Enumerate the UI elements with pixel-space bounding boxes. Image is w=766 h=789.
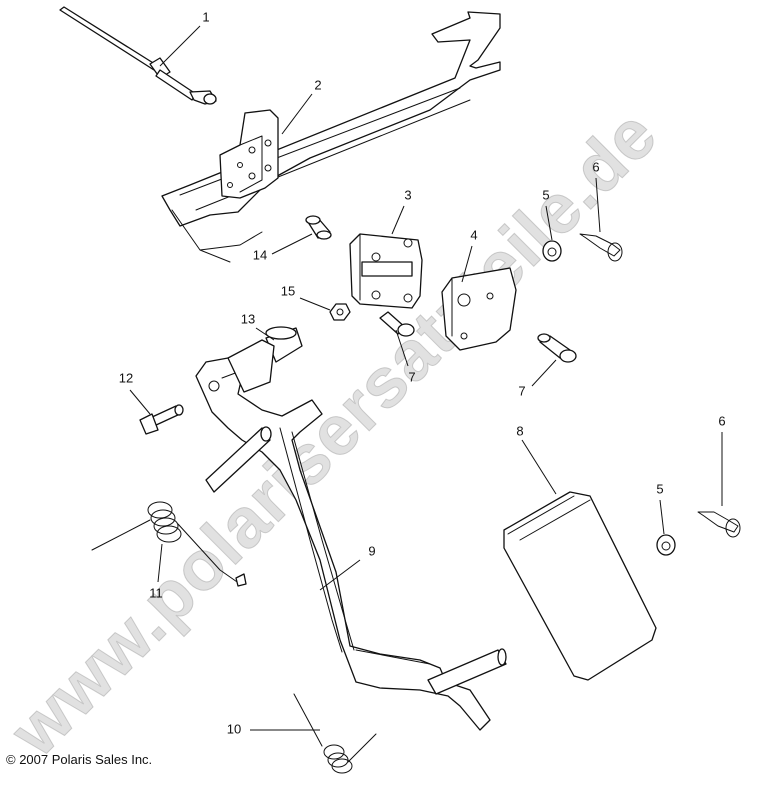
part-15-nut [329, 303, 351, 321]
callout-15: 15 [281, 283, 295, 298]
callout-13: 13 [241, 311, 255, 326]
callout-10: 10 [227, 721, 241, 736]
callout-6-upper: 6 [592, 159, 599, 174]
part-5-washer-upper [542, 240, 562, 262]
part-6-clip-upper [579, 233, 623, 262]
callout-5-upper: 5 [542, 187, 549, 202]
part-11-torsion-spring [91, 501, 247, 587]
part-9-pedal-arm [195, 339, 507, 731]
part-3-block [349, 233, 423, 309]
part-1-rod [59, 6, 217, 105]
callout-1: 1 [202, 9, 209, 24]
callout-3: 3 [404, 187, 411, 202]
part-10-torsion-spring [293, 693, 377, 774]
part-6-clip-lower [697, 511, 741, 538]
callout-6-lower: 6 [718, 413, 725, 428]
leader-lines [129, 25, 723, 731]
callout-5-lower: 5 [656, 481, 663, 496]
callout-2: 2 [314, 77, 321, 92]
part-8-pedal-pad [503, 491, 657, 681]
part-13-pin [265, 326, 303, 363]
part-2-frame-rail [161, 11, 501, 263]
callout-8: 8 [516, 423, 523, 438]
callout-12: 12 [119, 370, 133, 385]
copyright-notice: © 2007 Polaris Sales Inc. [6, 752, 152, 767]
callout-4: 4 [470, 227, 477, 242]
callout-11: 11 [149, 585, 163, 600]
callout-labels: 1 2 3 4 5 6 14 15 13 7 7 12 8 5 6 9 11 1… [119, 9, 726, 736]
callout-7-upper: 7 [408, 369, 415, 384]
callout-7-right: 7 [518, 383, 525, 398]
part-7-bolt-right [537, 333, 577, 363]
part-12-bolt [139, 404, 184, 435]
part-4-pivot-block [441, 267, 517, 351]
callout-9: 9 [368, 543, 375, 558]
part-5-washer-lower [656, 534, 676, 556]
part-7-bolt-upper [379, 311, 415, 337]
callout-14: 14 [253, 247, 267, 262]
part-14-bushing [305, 215, 332, 240]
